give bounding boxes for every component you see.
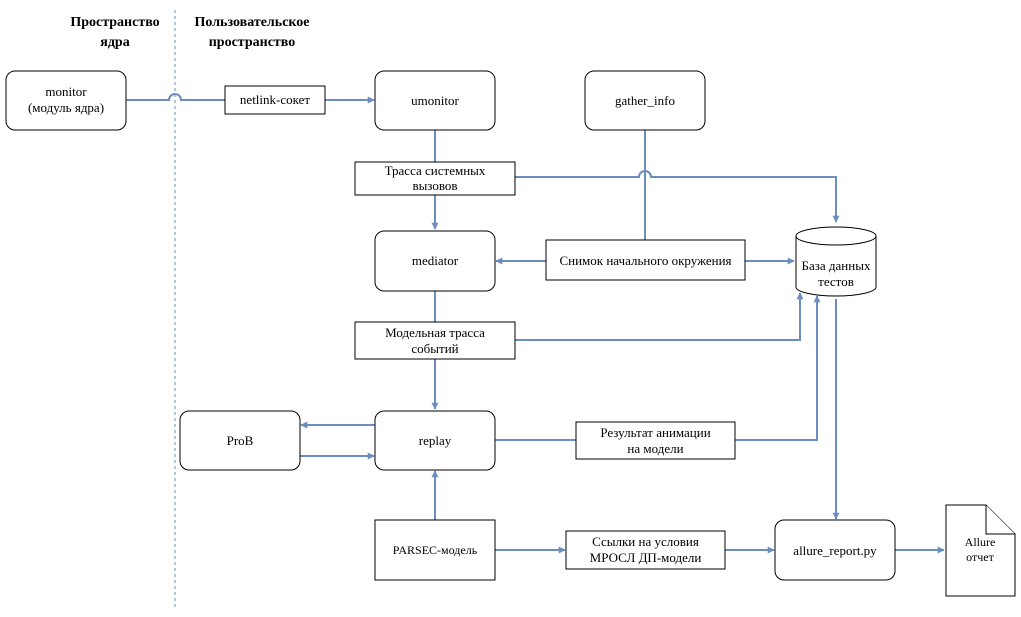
links-label-line2: МРОСЛ ДП-модели bbox=[590, 550, 702, 565]
umonitor-label: umonitor bbox=[411, 93, 459, 108]
model-trace-label-line1: Модельная трасса bbox=[385, 325, 485, 340]
node-prob: ProB bbox=[179, 410, 301, 471]
kernel-space-header-line1: Пространство bbox=[70, 15, 159, 30]
db-label-line1: База данных bbox=[802, 258, 871, 273]
replay-label: replay bbox=[419, 433, 452, 448]
node-allure-report-script: allure_report.py bbox=[774, 519, 896, 581]
node-umonitor: umonitor bbox=[374, 70, 496, 131]
gather-info-label: gather_info bbox=[615, 93, 675, 108]
allure-doc-label-line1: Allure bbox=[965, 535, 996, 549]
model-trace-label-line2: событий bbox=[411, 341, 458, 356]
monitor-label-line2: (модуль ядра) bbox=[28, 100, 104, 115]
allure-doc-label-line2: отчет bbox=[966, 550, 994, 564]
allure-report-label: allure_report.py bbox=[793, 543, 877, 558]
anim-result-label-line1: Результат анимации bbox=[600, 425, 710, 440]
node-syscall-trace: Трасса системных вызовов bbox=[354, 161, 516, 196]
edge-trace-db bbox=[515, 170, 840, 223]
document-fold-icon bbox=[985, 505, 1015, 535]
edge-modeltrace-db bbox=[515, 292, 804, 341]
kernel-space-header-line2: ядра bbox=[100, 35, 129, 50]
node-animation-result: Результат анимации на модели bbox=[575, 421, 736, 460]
netlink-label: netlink-сокет bbox=[240, 92, 310, 107]
user-space-header-line2: пространство bbox=[209, 35, 296, 50]
edge-animresult-db bbox=[735, 295, 821, 441]
syscall-trace-label-line2: вызовов bbox=[412, 178, 457, 193]
node-test-database: База данных тестов bbox=[795, 226, 877, 297]
node-parsec-model: PARSEC-модель bbox=[374, 519, 496, 581]
db-label-line2: тестов bbox=[818, 274, 854, 289]
node-initial-env-snapshot: Снимок начального окружения bbox=[545, 239, 746, 281]
snapshot-label: Снимок начального окружения bbox=[559, 253, 731, 268]
node-replay: replay bbox=[374, 410, 496, 471]
parsec-label: PARSEC-модель bbox=[393, 543, 478, 557]
edge-monitor-netlink bbox=[126, 93, 225, 101]
syscall-trace-label-line1: Трасса системных bbox=[385, 163, 486, 178]
prob-label: ProB bbox=[227, 433, 254, 448]
node-mediator: mediator bbox=[374, 230, 496, 292]
node-model-event-trace: Модельная трасса событий bbox=[354, 321, 516, 360]
node-gather-info: gather_info bbox=[584, 70, 706, 131]
node-monitor: monitor (модуль ядра) bbox=[5, 70, 127, 131]
node-condition-links: Ссылки на условия МРОСЛ ДП-модели bbox=[565, 530, 726, 570]
user-space-header-line1: Пользовательское bbox=[194, 15, 309, 30]
anim-result-label-line2: на модели bbox=[627, 441, 683, 456]
links-label-line1: Ссылки на условия bbox=[592, 534, 699, 549]
monitor-label-line1: monitor bbox=[45, 84, 87, 99]
mediator-label: mediator bbox=[412, 253, 459, 268]
node-allure-report-document: Allure отчет bbox=[945, 504, 1016, 597]
node-netlink-socket: netlink-сокет bbox=[224, 85, 326, 115]
